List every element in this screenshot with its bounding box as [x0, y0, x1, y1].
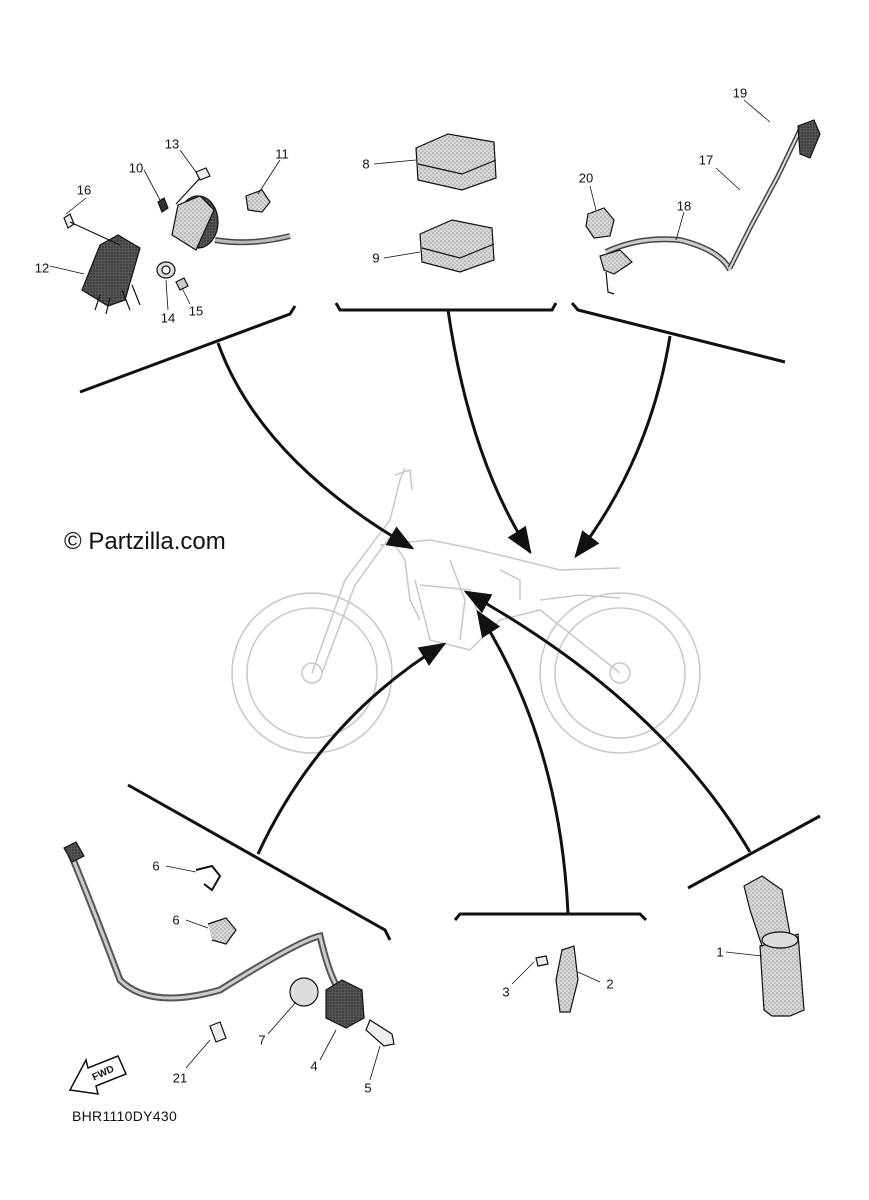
callout-6b: 6 — [172, 912, 180, 928]
callout-11: 11 — [275, 146, 289, 162]
arrow-top-left — [216, 342, 415, 550]
arrow-top-right — [574, 335, 672, 559]
callout-13: 13 — [164, 136, 180, 152]
callout-1: 1 — [716, 944, 724, 960]
arrow-bottom-center — [476, 609, 570, 915]
clamp-6a-part — [195, 864, 222, 892]
grip-1-part — [759, 933, 805, 1017]
bracket-top-left — [79, 305, 297, 394]
callout-leaders — [49, 99, 771, 1081]
module-8-part — [415, 133, 497, 191]
arrow-top-center — [446, 309, 532, 555]
pin-13-part — [195, 167, 211, 181]
switch-bracket-part — [81, 234, 141, 307]
callout-6a: 6 — [152, 858, 160, 874]
sensor-2-part — [555, 945, 579, 1013]
motorcycle-outline — [231, 467, 701, 754]
grip-group — [743, 875, 805, 1017]
callout-14: 14 — [160, 310, 176, 326]
bolt-16-part — [63, 213, 121, 246]
harness-group — [63, 841, 395, 1047]
bracket-bottom-center — [453, 912, 648, 922]
callout-7: 7 — [258, 1032, 266, 1048]
switch-assembly-group — [63, 167, 291, 315]
cap-7-part — [289, 977, 319, 1007]
bracket-top-right — [570, 302, 786, 364]
sensor-4-part — [325, 979, 365, 1029]
clip-19-part — [797, 119, 821, 159]
callout-12: 12 — [34, 260, 50, 276]
callout-18: 18 — [676, 198, 692, 214]
section-brackets — [79, 302, 821, 941]
bracket-bottom-left — [127, 783, 392, 941]
pin-10-part — [157, 197, 169, 213]
callout-19: 19 — [732, 85, 748, 101]
pin-3-part — [535, 955, 549, 967]
callout-2: 2 — [606, 976, 614, 992]
callout-17: 17 — [698, 152, 714, 168]
arrow-bottom-left — [256, 642, 447, 855]
callout-3: 3 — [502, 984, 510, 1000]
callout-20: 20 — [578, 170, 594, 186]
callout-15: 15 — [188, 303, 204, 319]
fwd-arrow-icon — [68, 1055, 128, 1095]
clamp-6b-part — [207, 917, 237, 945]
arrow-bottom-right — [463, 590, 752, 853]
bracket-top-center — [334, 302, 558, 312]
ecu-group — [415, 133, 497, 273]
callout-10: 10 — [128, 160, 144, 176]
module-9-part — [419, 219, 495, 273]
leader-arrows — [216, 309, 752, 915]
holder-20-part — [585, 207, 615, 239]
callout-8: 8 — [362, 156, 370, 172]
grommet-11-part — [245, 189, 271, 213]
harness-cable-part — [66, 850, 345, 1002]
watermark: © Partzilla.com — [64, 528, 226, 555]
callout-21: 21 — [172, 1070, 188, 1086]
callout-16: 16 — [76, 182, 92, 198]
lever-group — [585, 119, 821, 295]
diagram-code: BHR1110DY430 — [72, 1108, 178, 1124]
callout-5: 5 — [364, 1080, 372, 1096]
bracket-bottom-right — [687, 814, 821, 890]
sensor-group — [535, 945, 579, 1013]
bolt-5-part — [365, 1019, 395, 1047]
screw-15-part — [175, 277, 189, 291]
callout-9: 9 — [372, 250, 380, 266]
callout-4: 4 — [310, 1058, 318, 1074]
bolt-21-part — [209, 1021, 227, 1043]
